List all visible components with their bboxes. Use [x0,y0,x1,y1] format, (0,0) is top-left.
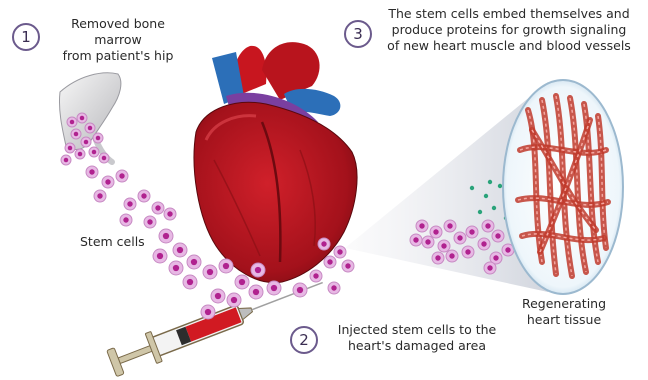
stem-cell-nucleus [173,265,179,271]
stem-cell-nucleus [481,241,486,246]
stem-cell-nucleus [88,126,93,131]
stem-cell-nucleus [327,259,332,264]
stem-cell-nucleus [313,273,318,278]
stem-cell-nucleus [447,223,452,228]
stem-cell-nucleus [147,219,152,224]
stem-cell-nucleus [141,193,146,198]
step-3-text: The stem cells embed themselves and prod… [378,6,640,54]
stem-cell-nucleus [505,247,510,252]
stem-cell-nucleus [321,241,326,246]
stem-cell-nucleus [465,249,470,254]
stem-cell-nucleus [297,287,303,293]
stem-cell-nucleus [155,205,160,210]
syringe-icon [106,268,328,379]
stem-cell-nucleus [419,223,424,228]
stem-cell-nucleus [96,136,101,141]
stem-cell-nucleus [97,193,102,198]
step-number-2: 2 [290,326,318,354]
stem-cell-nucleus [449,253,454,258]
stem-cell-nucleus [253,289,259,295]
stem-cell-nucleus [425,239,430,244]
stem-cell-nucleus [337,249,342,254]
stem-cell-nucleus [239,279,245,285]
stem-cell-nucleus [64,158,69,163]
stem-cell-nucleus [105,179,110,184]
step-2-text: Injected stem cells to the heart's damag… [324,322,510,354]
step-number-3: 3 [344,20,372,48]
stem-cell-nucleus [187,279,193,285]
signal-dot [484,194,488,198]
stem-cell-nucleus [271,285,277,291]
stem-cell-nucleus [191,259,197,265]
stem-cell-nucleus [68,146,73,151]
stem-cell-nucleus [70,120,75,125]
stem-cell-nucleus [127,201,132,206]
signal-dot [478,210,482,214]
stem-cell-nucleus [215,293,221,299]
stem-cell-nucleus [413,237,418,242]
signal-dot [470,186,474,190]
signal-dot [498,184,502,188]
stem-cells-label: Stem cells [80,234,145,250]
signal-dot [492,206,496,210]
signal-dot [488,180,492,184]
stem-cell-nucleus [167,211,172,216]
stem-cell-nucleus [345,263,350,268]
magnified-tissue-icon [503,80,623,294]
stem-cell-nucleus [80,116,85,121]
stem-cell-nucleus [177,247,183,253]
stem-cell-nucleus [89,169,94,174]
stem-cell-nucleus [123,217,128,222]
stem-cell-nucleus [102,156,107,161]
stem-cell-nucleus [78,152,83,157]
stem-cell-nucleus [435,255,440,260]
stem-cell-nucleus [441,243,446,248]
stem-cell-nucleus [331,285,336,290]
stem-cell-nucleus [495,233,500,238]
stem-cell-nucleus [485,223,490,228]
stem-cell-nucleus [163,233,169,239]
stem-cell-nucleus [207,269,213,275]
stem-cell-nucleus [433,229,438,234]
stem-cell-nucleus [469,229,474,234]
step-1-text: Removed bone marrow from patient's hip [48,16,188,64]
stem-cell-nucleus [119,173,124,178]
stem-cell-nucleus [205,309,211,315]
stem-cell-nucleus [84,140,89,145]
stem-cell-nucleus [223,263,229,269]
step-number-1: 1 [12,23,40,51]
stem-cell-nucleus [74,132,79,137]
stem-cell-nucleus [157,253,163,259]
regenerating-tissue-label: Regenerating heart tissue [509,296,619,328]
heart-icon [194,42,357,283]
stem-cell-nucleus [487,265,492,270]
stem-cell-nucleus [255,267,261,273]
stem-cell-nucleus [231,297,237,303]
stem-cell-nucleus [92,150,97,155]
stem-cell-nucleus [493,255,498,260]
stem-cell-nucleus [457,235,462,240]
